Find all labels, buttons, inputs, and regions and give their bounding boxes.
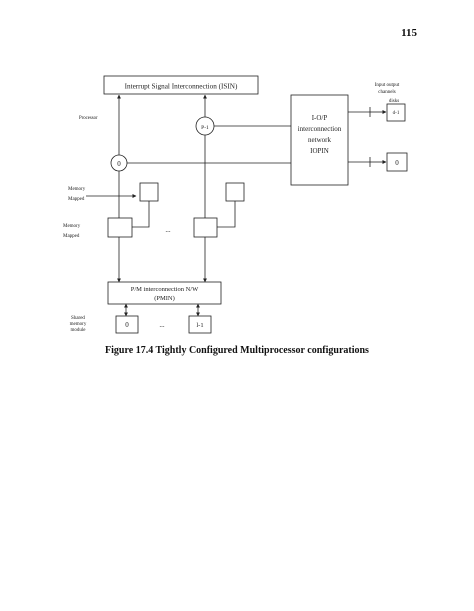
iopin-label-line-2: interconnection	[298, 125, 342, 133]
local-memory-box-0	[139, 182, 159, 202]
local-memory-box-n	[225, 182, 245, 202]
memory-module-ellipsis: ...	[159, 321, 165, 329]
disk-bottom-label: 0	[395, 159, 399, 167]
memory-module-0	[115, 315, 139, 334]
shared-memory-line-2: memory	[70, 322, 87, 327]
pmin-label-line-1: P/M interconnection N/W	[131, 286, 199, 293]
shared-memory-line-3: module	[71, 328, 87, 333]
shared-memory-line-1: Shared	[71, 316, 85, 321]
disk-top-label: d-1	[393, 111, 400, 116]
processor-0-label: 0	[117, 160, 121, 168]
processor-box-n	[193, 217, 218, 238]
iopin-label-line-1: I-O/P	[312, 114, 328, 122]
isin-label: Interrupt Signal Interconnection (ISIN)	[125, 83, 238, 91]
disks-label: disks	[389, 99, 399, 104]
processor-box-0	[107, 217, 133, 238]
local-memory-link-0	[132, 201, 150, 228]
io-channels-line-1: Input output	[375, 83, 400, 88]
memory-mapped-lower-line-2: Mapped	[63, 234, 80, 239]
processor-0-node	[110, 154, 128, 172]
iopin-label-line-4: IOPIN	[310, 147, 329, 155]
pmin-label-line-2: (PMIN)	[154, 295, 175, 302]
memory-module-0-label: 0	[125, 321, 129, 329]
io-channels-line-2: channels	[378, 90, 396, 95]
page-number: 115	[401, 27, 417, 39]
iopin-label-line-3: network	[308, 136, 331, 144]
local-memory-link-n	[217, 201, 236, 228]
disk-top-box	[386, 103, 406, 122]
processor-ellipsis: ...	[165, 226, 171, 234]
pmin-box	[107, 281, 222, 305]
iopin-box	[290, 94, 349, 186]
processor-n-label: P-1	[201, 125, 209, 131]
processor-label: Processor	[79, 116, 98, 121]
disk-bottom-box	[386, 152, 408, 172]
memory-mapped-upper-line-1: Memory	[68, 187, 86, 192]
figure-caption: Figure 17.4 Tightly Configured Multiproc…	[105, 345, 369, 356]
memory-mapped-lower-line-1: Memory	[63, 224, 81, 229]
isin-box	[103, 75, 259, 95]
memory-module-last	[188, 315, 212, 334]
processor-n-node	[195, 116, 215, 136]
memory-mapped-upper-line-2: Mapped	[68, 197, 85, 202]
memory-module-last-label: l-1	[196, 322, 203, 329]
